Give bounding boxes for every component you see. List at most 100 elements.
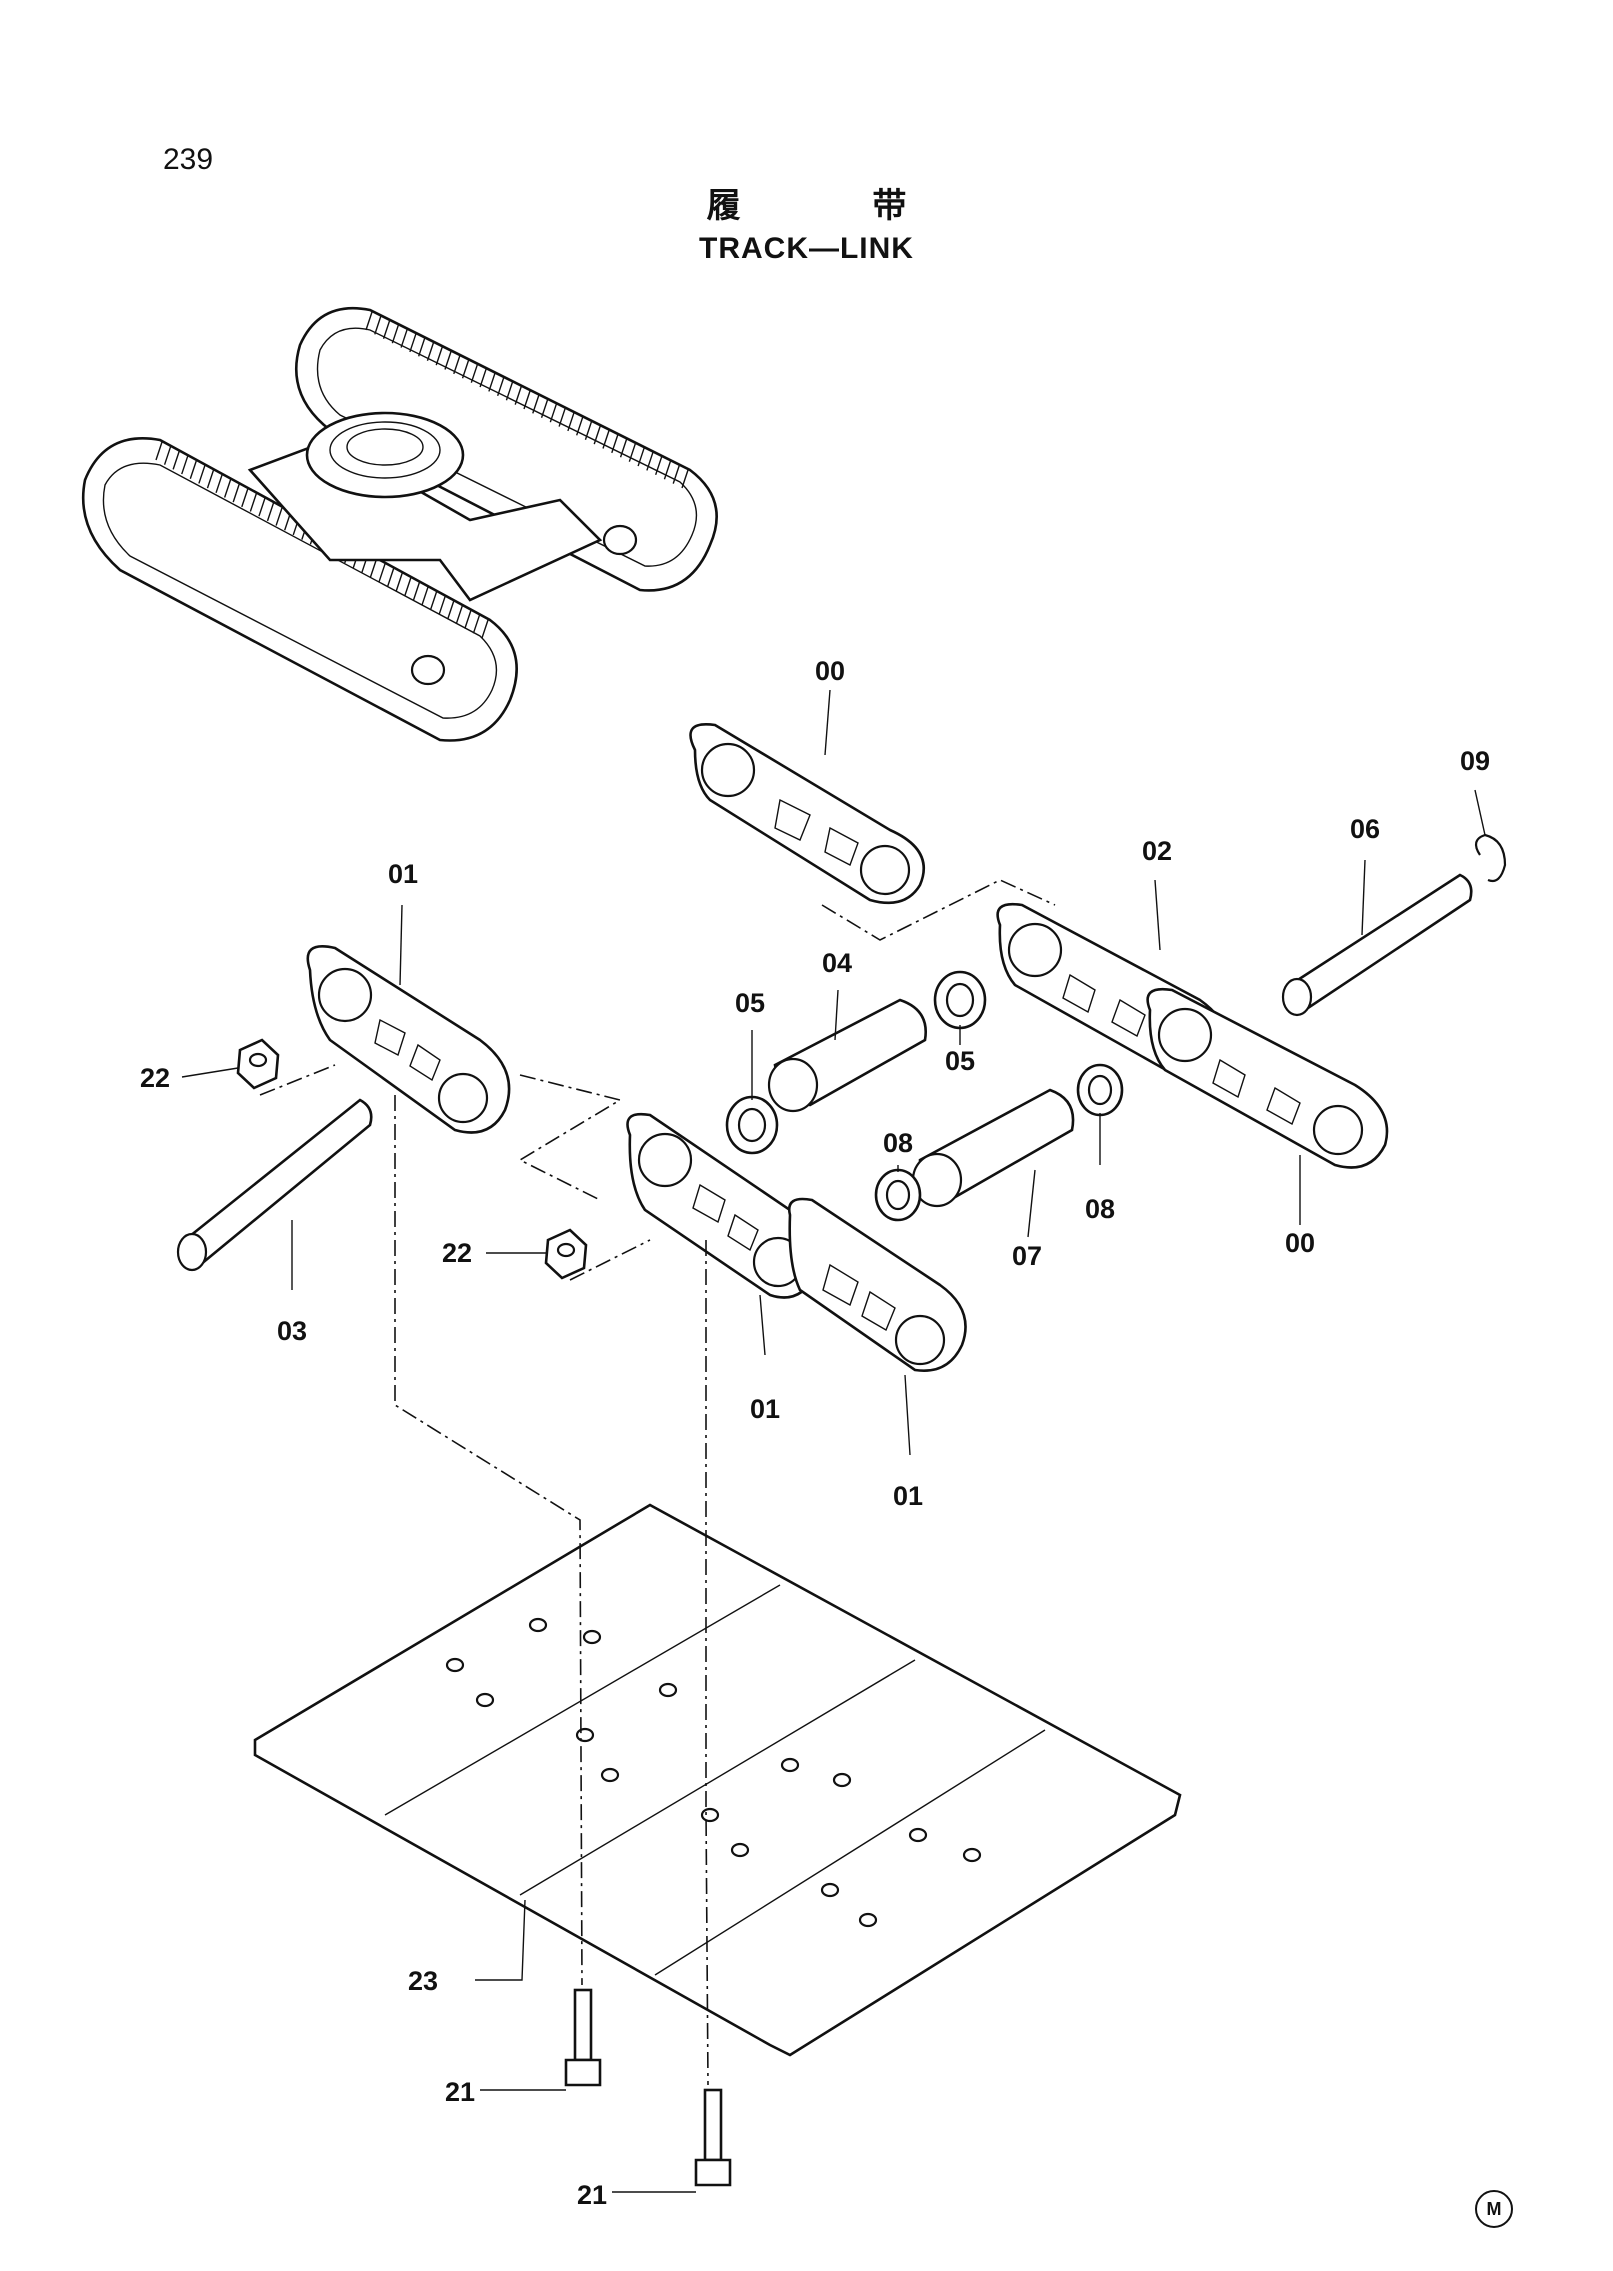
grouser-line bbox=[249, 493, 258, 512]
grouser-line bbox=[523, 390, 531, 410]
grouser-line bbox=[181, 455, 189, 475]
grouser-line bbox=[470, 364, 478, 383]
page-number: 239 bbox=[163, 143, 214, 176]
grouser-line bbox=[611, 434, 619, 454]
grouser-line bbox=[374, 316, 382, 335]
grouser-line bbox=[391, 324, 399, 344]
callout-21-bottom: 21 bbox=[577, 2180, 607, 2210]
shoe-bolt-hole bbox=[575, 1727, 595, 1743]
callout-07: 07 bbox=[1012, 1241, 1042, 1271]
grouser-line bbox=[189, 460, 197, 479]
grouser-line bbox=[461, 360, 470, 379]
callout-05-right: 05 bbox=[945, 1046, 975, 1076]
callout-21-top: 21 bbox=[445, 2077, 475, 2107]
grouser-line bbox=[619, 439, 628, 458]
grouser-line bbox=[576, 417, 584, 436]
grouser-line bbox=[232, 483, 240, 503]
grouser-line bbox=[455, 605, 463, 625]
shoe-bolt-hole bbox=[582, 1629, 602, 1645]
callout-01-mid: 01 bbox=[750, 1394, 780, 1424]
shoe-bolt-hole bbox=[962, 1847, 982, 1863]
callout-02: 02 bbox=[1142, 836, 1172, 866]
grouser-line bbox=[558, 408, 566, 427]
shoe-bolt-hole bbox=[820, 1882, 840, 1898]
grouser-line bbox=[464, 610, 472, 629]
grouser-line bbox=[514, 386, 522, 405]
grouser-line bbox=[488, 373, 496, 392]
grouser-line bbox=[163, 446, 172, 465]
grouser-line bbox=[497, 377, 505, 397]
grouser-line bbox=[646, 452, 654, 471]
grouser-line bbox=[602, 430, 610, 449]
shoe-bolt-hole bbox=[445, 1657, 465, 1673]
track-link-icon bbox=[306, 722, 1389, 1373]
callout-08-right: 08 bbox=[1085, 1194, 1115, 1224]
grouser-line bbox=[421, 586, 429, 606]
grouser-line bbox=[412, 582, 421, 601]
shoe-bolt-hole bbox=[600, 1767, 620, 1783]
shoe-bolt-hole bbox=[475, 1692, 495, 1708]
grouser-line bbox=[540, 399, 549, 418]
callout-01-left: 01 bbox=[388, 859, 418, 889]
shoe-bolt-hole bbox=[700, 1807, 720, 1823]
grouser-line bbox=[453, 355, 461, 375]
grouser-line bbox=[409, 333, 417, 353]
grouser-line bbox=[479, 368, 487, 388]
callout-00-right: 00 bbox=[1285, 1228, 1315, 1258]
grouser-line bbox=[663, 461, 672, 480]
shoe-bolt-hole bbox=[858, 1912, 878, 1928]
callout-labels: 00 09 06 02 01 05 04 05 22 08 08 00 22 0… bbox=[140, 656, 1490, 2210]
grouser-line bbox=[275, 507, 283, 526]
grouser-line bbox=[655, 456, 663, 476]
bushing-icon bbox=[767, 998, 1075, 1208]
snap-ring-icon bbox=[1474, 833, 1507, 883]
grouser-line bbox=[386, 568, 395, 587]
grouser-line bbox=[215, 474, 223, 494]
grouser-line bbox=[672, 465, 680, 484]
grouser-line bbox=[400, 329, 408, 348]
grouser-line bbox=[637, 447, 645, 467]
grouser-line bbox=[593, 425, 601, 445]
grouser-line bbox=[584, 421, 593, 440]
shoe-bolt-hole bbox=[730, 1842, 750, 1858]
grouser-line bbox=[681, 469, 689, 489]
shoe-bolt-hole bbox=[528, 1617, 548, 1633]
hex-nut-icon bbox=[236, 1038, 588, 1280]
grouser-line bbox=[206, 469, 215, 489]
shoe-bolt-hole bbox=[908, 1827, 928, 1843]
grouser-line bbox=[444, 351, 452, 370]
grouser-line bbox=[155, 441, 163, 461]
track-pin-icon bbox=[176, 873, 1473, 1272]
callout-01-bottom: 01 bbox=[893, 1481, 923, 1511]
shoe-bolt-hole bbox=[780, 1757, 800, 1773]
grouser-line bbox=[628, 443, 636, 462]
callout-22-top: 22 bbox=[140, 1063, 170, 1093]
manufacturer-mark: M bbox=[1475, 2190, 1513, 2228]
grouser-line bbox=[438, 596, 446, 615]
seal-ring-icon bbox=[725, 970, 1124, 1222]
grouser-line bbox=[266, 502, 275, 522]
grouser-line bbox=[418, 338, 426, 357]
callout-09: 09 bbox=[1460, 746, 1490, 776]
shoe-bolt-hole bbox=[658, 1682, 678, 1698]
callout-05-left: 05 bbox=[735, 988, 765, 1018]
grouser-line bbox=[447, 601, 455, 620]
callout-00-top: 00 bbox=[815, 656, 845, 686]
grouser-line bbox=[549, 403, 557, 423]
grouser-line bbox=[532, 395, 540, 414]
grouser-line bbox=[258, 497, 266, 517]
grouser-line bbox=[198, 465, 206, 484]
callout-23: 23 bbox=[408, 1966, 438, 1996]
grouser-line bbox=[395, 572, 403, 592]
grouser-line bbox=[382, 320, 391, 339]
grouser-line bbox=[404, 577, 412, 597]
grouser-line bbox=[472, 615, 481, 634]
callout-22-mid: 22 bbox=[442, 1238, 472, 1268]
undercarriage-assembly-icon bbox=[81, 306, 718, 742]
grouser-line bbox=[426, 342, 435, 361]
grouser-line bbox=[241, 488, 249, 508]
grouser-line bbox=[369, 558, 378, 578]
grouser-line bbox=[505, 382, 514, 401]
grouser-line bbox=[481, 619, 489, 639]
